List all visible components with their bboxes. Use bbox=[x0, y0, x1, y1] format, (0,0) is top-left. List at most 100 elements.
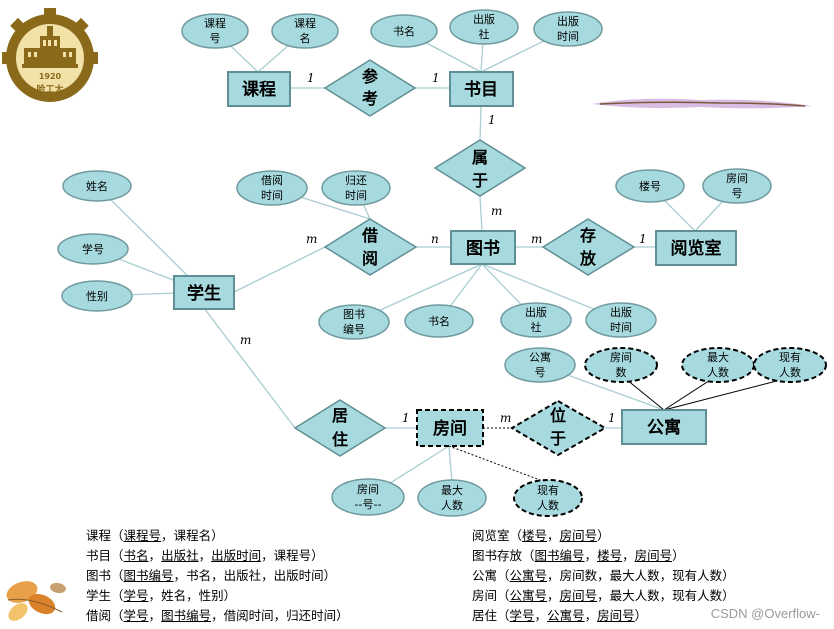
attr-label: 房间 bbox=[726, 172, 748, 185]
schema-line: 图书存放（图书编号，楼号，房间号） bbox=[472, 546, 735, 566]
schema-relation-name: 公寓 bbox=[472, 568, 498, 583]
attr-label: --号-- bbox=[355, 498, 382, 511]
attr-label: 最大 bbox=[441, 483, 463, 497]
attr-label: 最大 bbox=[707, 350, 729, 364]
schema-key-field: 课程号 bbox=[123, 528, 162, 543]
cardinality: n bbox=[431, 232, 439, 246]
schema-field: 房间数 bbox=[559, 568, 598, 583]
entity-yuelanshi-label: 阅览室 bbox=[671, 238, 722, 259]
entity-kecheng-label: 课程 bbox=[242, 80, 276, 100]
rel-jieyue-1: 借 bbox=[361, 226, 378, 245]
attr-label: 出版 bbox=[525, 305, 547, 319]
schema-key-field: 楼号 bbox=[597, 548, 623, 563]
schema-field: 性别 bbox=[198, 588, 224, 603]
cardinality: 1 bbox=[639, 232, 647, 246]
attr-tushubianhao: 图书 编号 bbox=[318, 304, 390, 340]
schema-separator: ， bbox=[534, 608, 548, 623]
relationship-shuyu: 属 于 bbox=[433, 139, 527, 197]
cardinality: 1 bbox=[608, 411, 616, 425]
schema-separator: ， bbox=[659, 588, 673, 603]
schema-paren: （ bbox=[497, 568, 510, 583]
schema-relation-name: 学生 bbox=[86, 588, 112, 603]
attr-label: 书名 bbox=[428, 314, 450, 328]
schema-field: 课程名 bbox=[173, 528, 212, 543]
schema-key-field: 学号 bbox=[123, 588, 149, 603]
schema-line: 公寓（公寓号，房间数，最大人数，现有人数） bbox=[472, 566, 735, 586]
schema-separator: ， bbox=[261, 568, 274, 583]
attr-label: 编号 bbox=[343, 322, 365, 336]
schema-line: 阅览室（楼号，房间号） bbox=[472, 526, 735, 546]
attr-label: 课程 bbox=[294, 17, 316, 30]
schema-line: 居住（学号，公寓号，房间号） bbox=[472, 606, 735, 626]
attr-label: 人数 bbox=[707, 366, 729, 379]
entity-xuesheng-label: 学生 bbox=[187, 283, 221, 304]
schema-field: 出版社 bbox=[223, 568, 262, 583]
logo-year: 1920 bbox=[39, 72, 62, 81]
schema-separator: ， bbox=[597, 568, 610, 583]
schema-key-field: 楼号 bbox=[522, 528, 548, 543]
attr-shuming-2: 书名 bbox=[404, 304, 474, 338]
schema-line: 书目（书名，出版社，出版时间，课程号） bbox=[86, 546, 349, 566]
schema-key-field: 书名 bbox=[123, 548, 149, 563]
rel-shuyu-2: 于 bbox=[472, 171, 488, 190]
attr-label: 房间 bbox=[610, 351, 632, 364]
attr-fangjianhao-1: 房间 号 bbox=[702, 168, 772, 204]
schema-field: 课程号 bbox=[273, 548, 312, 563]
weak-entity-fangjian: 房间 bbox=[416, 409, 484, 447]
attr-shuming-1: 书名 bbox=[370, 14, 438, 48]
attr-louhao: 楼号 bbox=[615, 169, 685, 203]
rel-cunfang-1: 存 bbox=[580, 226, 596, 245]
cardinality: m bbox=[531, 232, 542, 246]
attr-label: 归还 bbox=[345, 173, 367, 187]
hit-logo: 1920 哈工大 bbox=[2, 8, 98, 102]
schema-paren: ） bbox=[323, 568, 337, 583]
schema-key-field: 公寓号 bbox=[509, 588, 548, 603]
schema-paren: （ bbox=[509, 528, 523, 543]
schema-field: 借阅时间 bbox=[223, 608, 274, 623]
schema-separator: ， bbox=[148, 588, 162, 603]
rel-juzhu-2: 住 bbox=[332, 430, 348, 449]
derived-attr-zuidarenshu-1: 最大 人数 bbox=[681, 347, 755, 383]
schema-separator: ， bbox=[211, 608, 224, 623]
schema-right: 阅览室（楼号，房间号）图书存放（图书编号，楼号，房间号）公寓（公寓号，房间数，最… bbox=[472, 526, 735, 626]
schema-paren: ） bbox=[223, 588, 237, 603]
schema-key-field: 出版时间 bbox=[211, 548, 262, 563]
attr-chubanshijian-2: 出版 时间 bbox=[585, 302, 657, 338]
schema-paren: ） bbox=[722, 588, 735, 603]
logo-caption: 哈工大 bbox=[36, 83, 63, 95]
attr-xingbie: 性别 bbox=[61, 280, 133, 312]
schema-separator: ， bbox=[584, 548, 598, 563]
attr-label: 借阅 bbox=[261, 174, 283, 187]
schema-key-field: 图书编号 bbox=[534, 548, 585, 563]
schema-paren: （ bbox=[111, 528, 124, 543]
entity-gongyu-label: 公寓 bbox=[647, 417, 681, 438]
schema-separator: ， bbox=[148, 548, 162, 563]
schema-separator: ， bbox=[622, 548, 635, 563]
schema-relation-name: 课程 bbox=[86, 528, 112, 543]
schema-key-field: 公寓号 bbox=[547, 608, 585, 623]
schema-field: 姓名 bbox=[161, 588, 187, 603]
attr-chubanshe-1: 出版 社 bbox=[449, 9, 519, 45]
rel-weiyu-2: 于 bbox=[550, 429, 566, 448]
attr-kecheng-hao: 课程 号 bbox=[181, 13, 249, 49]
schema-separator: ， bbox=[148, 608, 162, 623]
derived-attr-xianyourenshu-1: 现有 人数 bbox=[753, 347, 827, 383]
cardinality-labels: 1 1 1 m m n m 1 m 1 m 1 bbox=[240, 71, 647, 425]
schema-field: 现有人数 bbox=[672, 568, 723, 583]
schema-separator: ， bbox=[186, 588, 199, 603]
rel-jieyue-2: 阅 bbox=[362, 249, 378, 268]
attr-label: 课程 bbox=[204, 17, 226, 30]
schema-line: 学生（学号，姓名，性别） bbox=[86, 586, 349, 606]
schema-paren: ） bbox=[722, 568, 735, 583]
attr-label: 数 bbox=[616, 366, 627, 379]
entity-tushu: 图书 bbox=[450, 230, 516, 265]
attr-label: 时间 bbox=[345, 189, 367, 202]
schema-relation-name: 图书 bbox=[86, 568, 112, 583]
schema-relation-name: 房间 bbox=[472, 588, 498, 603]
schema-separator: ， bbox=[261, 548, 274, 563]
schema-line: 房间（公寓号，房间号，最大人数，现有人数） bbox=[472, 586, 735, 606]
rel-cankao-2: 考 bbox=[362, 89, 378, 108]
schema-key-field: 房间号 bbox=[597, 608, 635, 623]
attr-label: 出版 bbox=[473, 12, 495, 26]
entity-yuelanshi: 阅览室 bbox=[655, 230, 737, 266]
